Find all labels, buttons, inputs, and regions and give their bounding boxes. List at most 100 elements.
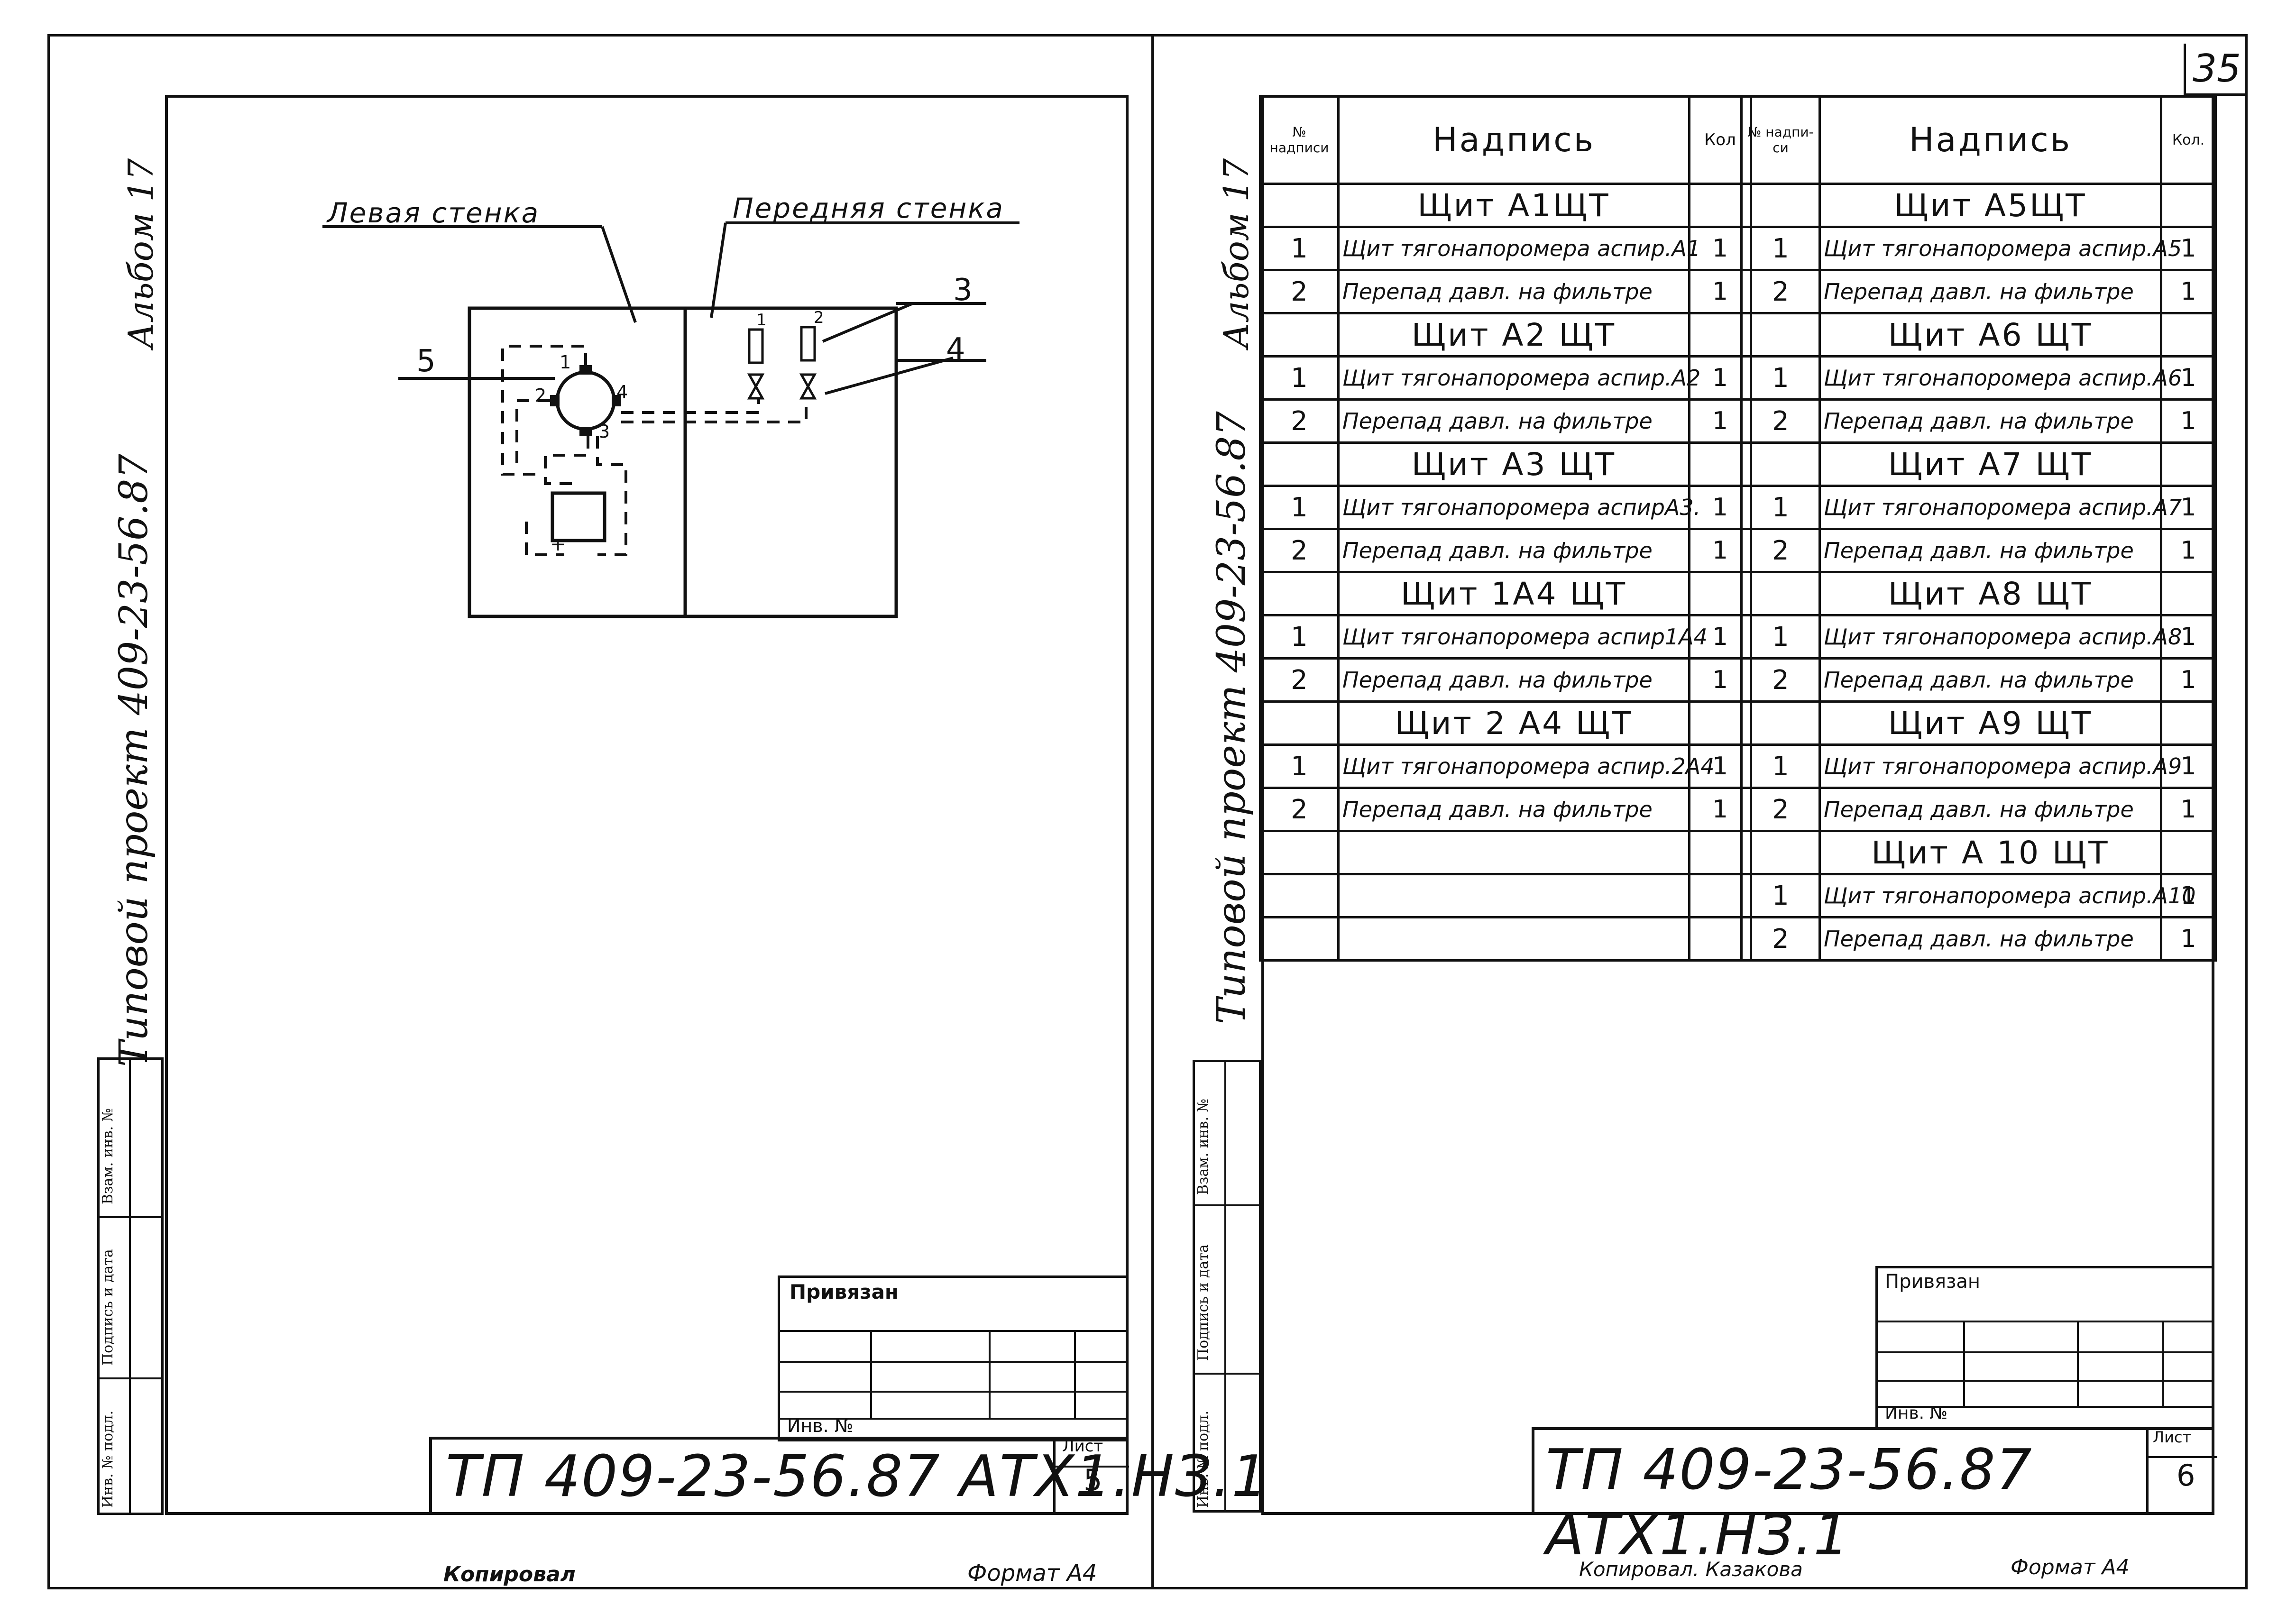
inscription-text: Перепад давл. на фильтре [1818,916,2162,962]
right-drawing-code: ТП 409-23-56.87 АТХ1.НЗ.1 [1546,1437,2033,1568]
right-side-stamp [1193,1060,1261,1513]
table-row: Щит 1А4 ЩТ [1259,571,1752,616]
left-stamp-vzam-inv: Взам. инв. № [100,1108,116,1204]
right-stamp-inv-podl: Инв. № подл. [1195,1410,1212,1508]
table-row: Щит 2 А4 ЩТ [1259,700,1752,746]
row-number: 1 [1259,226,1340,271]
inscription-text: Перепад давл. на фильтре [1337,269,1690,314]
inscription-text: Щит тягонапоромера аспир.А8 [1818,614,2182,660]
left-stamp-inv-podl: Инв. № подл. [100,1410,116,1508]
row-number: 2 [1740,528,1821,573]
row-quantity [2160,571,2217,616]
inscription-text: Щит тягонапоромера аспир.А7 [1818,485,2182,530]
table-row: Щит А2 ЩТ [1259,312,1752,358]
row-number [1259,830,1340,875]
inscription-text [1337,873,1690,918]
row-quantity [2160,441,2217,487]
inscription-text: Перепад давл. на фильтре [1337,657,1690,703]
row-quantity: 1 [1688,485,1752,530]
inscription-text: Перепад давл. на фильтре [1818,269,2162,314]
row-number: 2 [1259,528,1340,573]
row-quantity: 1 [2160,916,2217,962]
panel-title: Щит А 10 ЩТ [1818,830,2162,875]
port-1: 1 [560,352,571,373]
inscription-text: Перепад давл. на фильтре [1337,787,1690,832]
table-row [1259,916,1752,962]
right-footer-copied: Копировал. Казакова [1579,1558,1803,1581]
row-quantity: 1 [2160,269,2217,314]
wall-label-left: Левая стенка [327,197,540,229]
row-number: 2 [1740,916,1821,962]
inscription-text: Щит тягонапоромера аспир.А2 [1337,355,1700,401]
left-footer-copied: Копировал [443,1562,576,1587]
row-number [1740,312,1821,358]
wiring-diagram [322,221,1019,618]
row-number [1259,700,1340,746]
row-number [1259,571,1340,616]
row-quantity [2160,830,2217,875]
row-quantity: 1 [2160,873,2217,918]
right-stamp-vzam-inv: Взам. инв. № [1195,1098,1212,1195]
panel-title: Щит А2 ЩТ [1337,312,1690,358]
header-text-2: Надпись [1818,95,2162,185]
table-row: Щит А6 ЩТ [1740,312,2217,358]
row-number [1740,700,1821,746]
row-number: 1 [1259,485,1340,530]
right-code-box [1532,1427,2217,1515]
table-row: Щит А1ЩТ [1259,183,1752,228]
header-num-2: № надпи-си [1740,95,1821,185]
inscription-text: Щит тягонапоромера аспир.2А4 [1337,743,1715,789]
inscription-text: Щит тягонапоромера аспир1А4 [1337,614,1708,660]
inscription-text: Перепад давл. на фильтре [1818,657,2162,703]
left-footer-format: Формат А4 [967,1560,1097,1587]
right-inv-label: Инв. № [1885,1404,1948,1423]
scan-outer-frame [47,34,2248,1589]
row-quantity [2160,312,2217,358]
row-quantity: 1 [2160,787,2217,832]
table-row: Щит А8 ЩТ [1740,571,2217,616]
row-number [1259,183,1340,228]
inscription-text: Щит тягонапоромера аспир.А10 [1818,873,2196,918]
inscription-text: Щит тягонапоромера аспирА3. [1337,485,1700,530]
panel-title: Щит А7 ЩТ [1818,441,2162,487]
left-sheet-value: 5 [1084,1463,1102,1497]
row-number [1259,916,1340,962]
panel-title: Щит А3 ЩТ [1337,441,1690,487]
valve-1-number: 1 [756,311,767,330]
table-row: Щит А3 ЩТ [1259,441,1752,487]
row-quantity: 1 [2160,743,2217,789]
left-stamp-signature-date: Подпись и дата [100,1249,116,1366]
left-attached-label: Привязан [790,1280,899,1303]
sheet-number-box: 35 [2184,44,2248,96]
row-number [1740,441,1821,487]
row-quantity: 1 [2160,657,2217,703]
row-number: 1 [1740,226,1821,271]
row-number: 1 [1740,355,1821,401]
row-number: 1 [1740,614,1821,660]
row-number: 1 [1259,614,1340,660]
port-2: 2 [535,385,547,406]
table-row: Щит А7 ЩТ [1740,441,2217,487]
row-quantity: 1 [2160,398,2217,444]
inscription-text: Перепад давл. на фильтре [1818,398,2162,444]
panel-title: Щит А8 ЩТ [1818,571,2162,616]
right-side-album-label: Альбом 17 [1216,158,1256,349]
header-num: № надписи [1259,95,1340,185]
row-number: 2 [1740,787,1821,832]
right-side-project-label: Типовой проект 409-23-56.87 [1209,411,1254,1024]
row-number: 2 [1259,398,1340,444]
row-number [1740,183,1821,228]
